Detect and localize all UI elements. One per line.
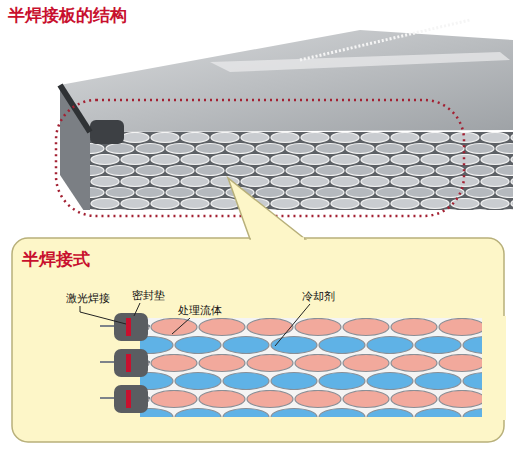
- part-label: 处理流体: [176, 304, 224, 318]
- part-label: 冷却剂: [300, 290, 337, 304]
- plate-photo: [0, 20, 513, 230]
- diagram-title: 半焊接板的结构: [8, 4, 127, 27]
- part-label: 密封垫: [130, 289, 167, 303]
- channel-section: [140, 316, 506, 420]
- highlight-outline: [56, 100, 464, 216]
- gasket-weld: [100, 313, 150, 413]
- leader-lines: [80, 303, 310, 346]
- callout-box: 半焊接式: [12, 238, 504, 298]
- callout-heading: 半焊接式: [22, 248, 90, 271]
- part-label: 激光焊接: [64, 292, 112, 306]
- callout-panel: [12, 178, 504, 442]
